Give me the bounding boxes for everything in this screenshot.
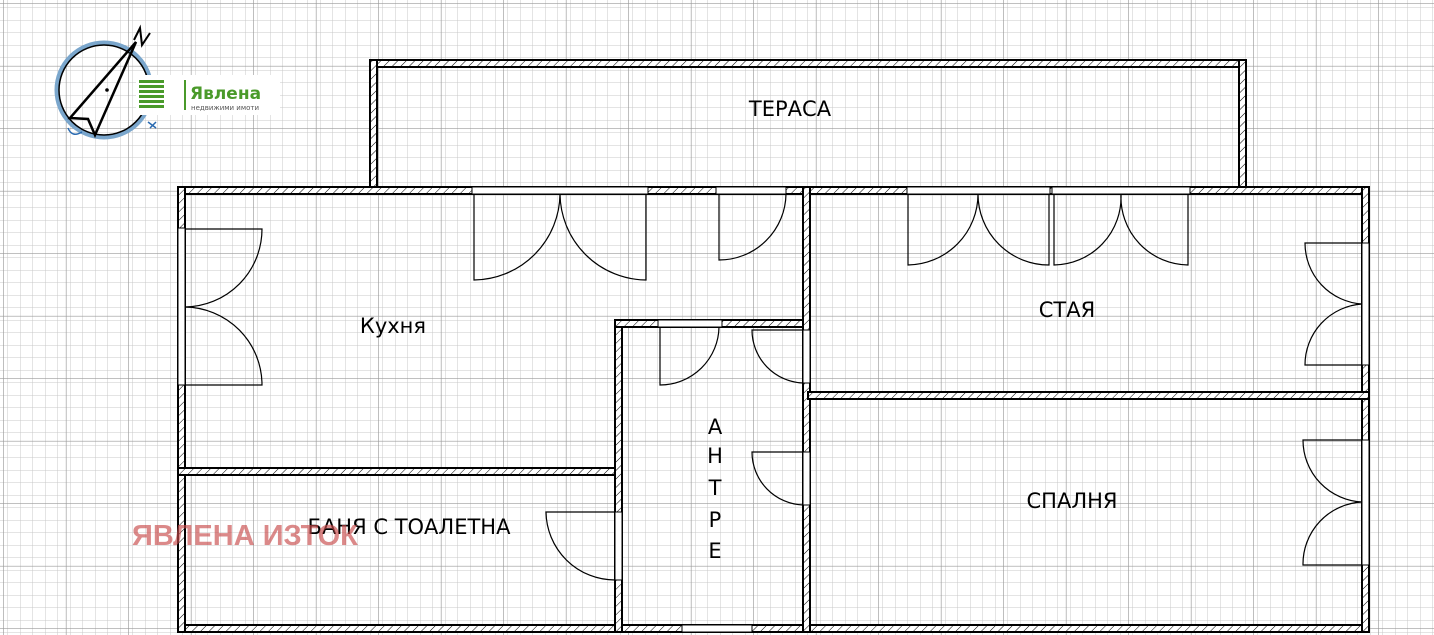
door-hall-bedroom (751, 451, 804, 506)
logo-name: Явлена (190, 84, 261, 104)
label-kitchen: Кухня (360, 314, 426, 338)
label-bathroom: БАНЯ С ТОАЛЕТНА (308, 515, 512, 539)
logo-tagline: недвижими имоти (191, 104, 259, 112)
logo: Явлена недвижими имоти (136, 75, 280, 115)
door-room-terrace-1 (907, 193, 1050, 266)
room-labels: ТЕРАСА Кухня СТАЯ СПАЛНЯ БАНЯ С ТОАЛЕТНА… (308, 97, 1118, 563)
label-room: СТАЯ (1039, 298, 1095, 322)
openings (177, 186, 1370, 633)
door-room-terrace-2 (1053, 193, 1189, 266)
label-terrace: ТЕРАСА (748, 97, 832, 121)
door-bedroom-right (1302, 439, 1363, 566)
door-kitchen-terrace (473, 193, 647, 281)
door-hall-room (751, 329, 804, 384)
doors (184, 193, 1363, 581)
label-hallway-letter: Р (709, 508, 722, 532)
label-hallway-letter: Е (708, 539, 721, 563)
door-room-right (1304, 242, 1363, 366)
label-hallway-letter: А (708, 415, 723, 439)
door-hall-terrace (718, 193, 787, 261)
label-hallway-letter: Т (708, 476, 722, 500)
door-kitchen-left (184, 228, 263, 386)
watermark: ЯВЛЕНА ИЗТОК (132, 520, 358, 552)
label-hallway-letter: Н (707, 444, 723, 468)
door-bathroom (545, 511, 616, 581)
label-bedroom: СПАЛНЯ (1027, 489, 1118, 513)
door-hall-top (659, 326, 720, 386)
walls (177, 59, 1370, 633)
